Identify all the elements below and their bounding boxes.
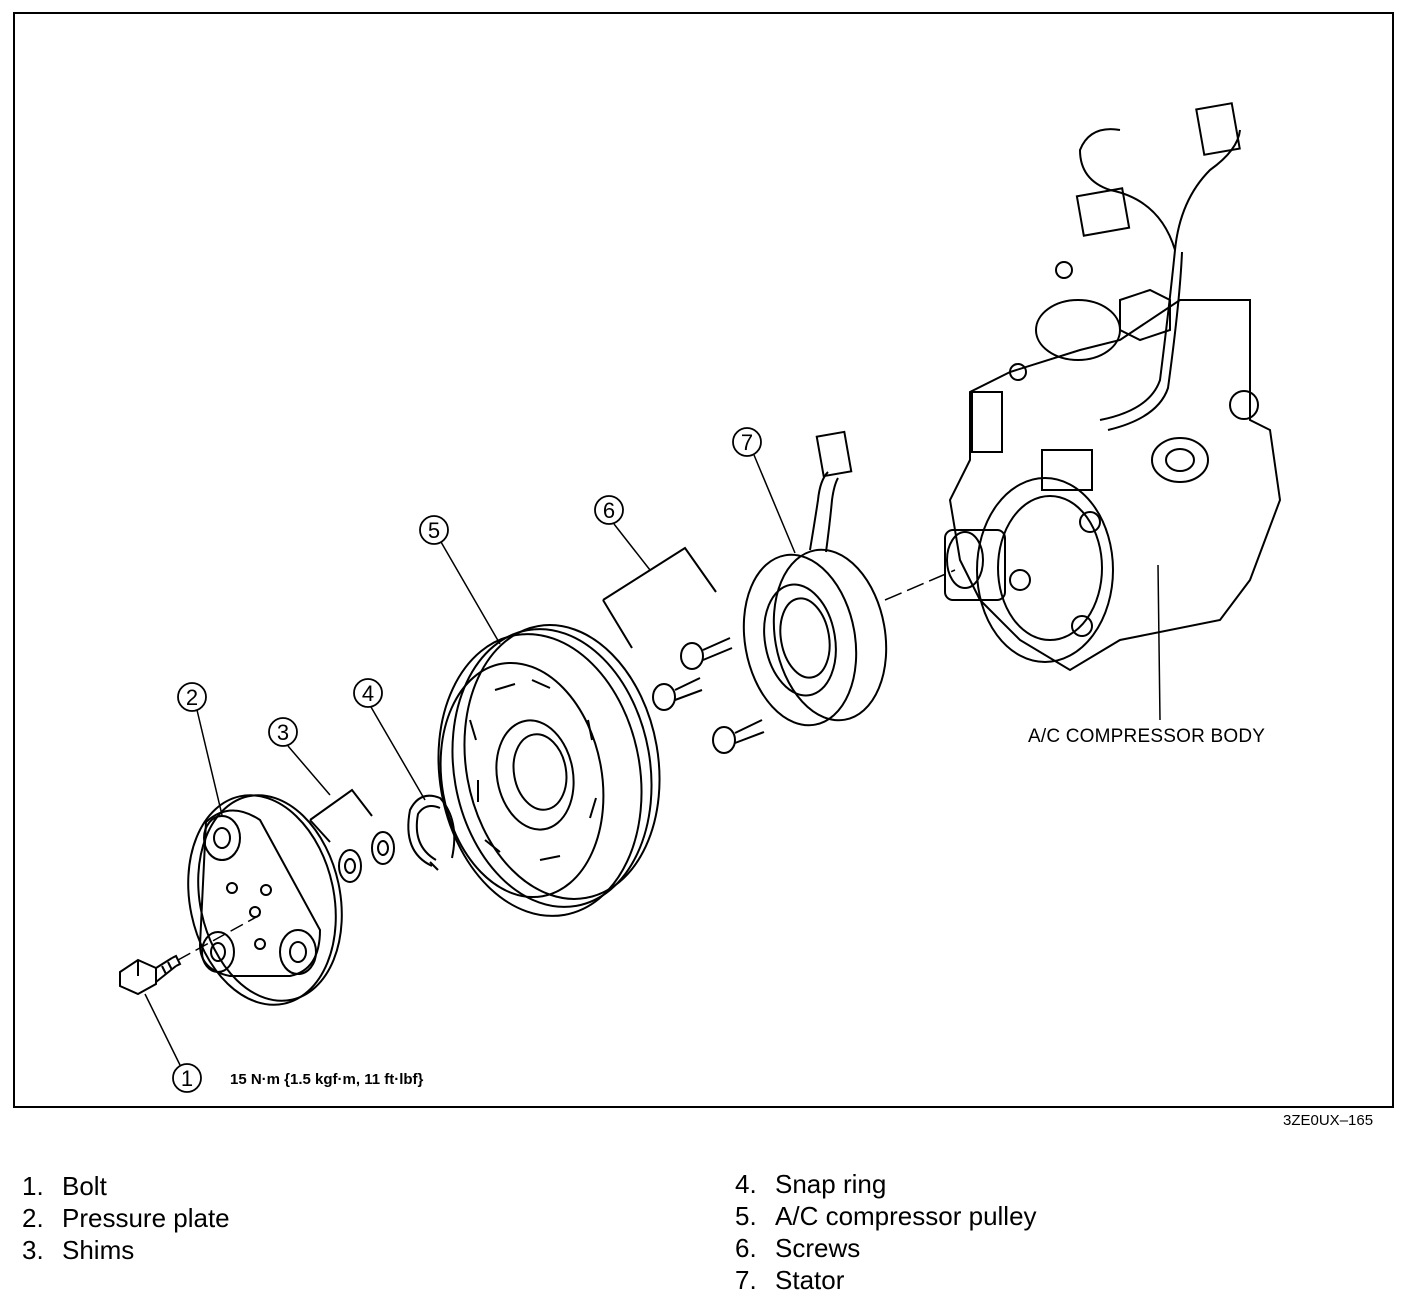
center-axis-left [177,914,261,961]
legend-item: 1. Bolt [22,1170,230,1202]
legend-number: 2. [22,1203,44,1233]
legend-item: 4. Snap ring [735,1168,1037,1200]
legend-text: Shims [62,1235,135,1265]
legend-number: 4. [735,1169,757,1199]
stator-part [742,430,888,727]
callout-3: 3 [277,720,289,745]
callout-4: 4 [362,681,374,706]
legend-item: 5. A/C compressor pulley [735,1200,1037,1232]
snap-ring-part [407,794,456,871]
legend-number: 1. [22,1171,44,1201]
legend-text: Screws [775,1233,861,1263]
legend-item: 2. Pressure plate [22,1202,230,1234]
callout-circles [172,427,762,1093]
legend-text: Stator [775,1265,845,1295]
legend-item: 7. Stator [735,1264,1037,1296]
legend-right: 4. Snap ring 5. A/C compressor pulley 6. Sc… [735,1168,1037,1296]
pulley-part [437,624,661,917]
legend-number: 5. [735,1201,757,1231]
pressure-plate-part [187,794,343,1006]
legend-text: Bolt [62,1171,107,1201]
callout-leaders [144,454,796,1066]
center-axis-right [884,569,956,601]
callout-2: 2 [186,685,198,710]
legend-number: 7. [735,1265,757,1295]
callout-7: 7 [741,430,753,455]
bolt-part [119,954,182,996]
callout-5: 5 [428,518,440,543]
torque-spec: 15 N·m {1.5 kgf·m, 11 ft·lbf} [230,1071,424,1088]
screws-part [602,546,765,754]
legend-number: 3. [22,1235,44,1265]
callout-6: 6 [603,498,615,523]
shims-part [309,788,395,883]
legend-item: 6. Screws [735,1232,1037,1264]
compressor-body-label: A/C COMPRESSOR BODY [1028,726,1266,747]
legend-text: A/C compressor pulley [775,1201,1037,1231]
compressor-body-part [944,102,1282,721]
legend-text: Pressure plate [62,1203,230,1233]
legend-text: Snap ring [775,1169,887,1199]
figure-code: 3ZE0UX–165 [1283,1112,1374,1129]
legend-left: 1. Bolt 2. Pressure plate 3. Shims [22,1170,230,1266]
legend-number: 6. [735,1233,757,1263]
legend-item: 3. Shims [22,1234,230,1266]
diagram-frame [13,12,1394,1108]
callout-1: 1 [181,1066,193,1091]
